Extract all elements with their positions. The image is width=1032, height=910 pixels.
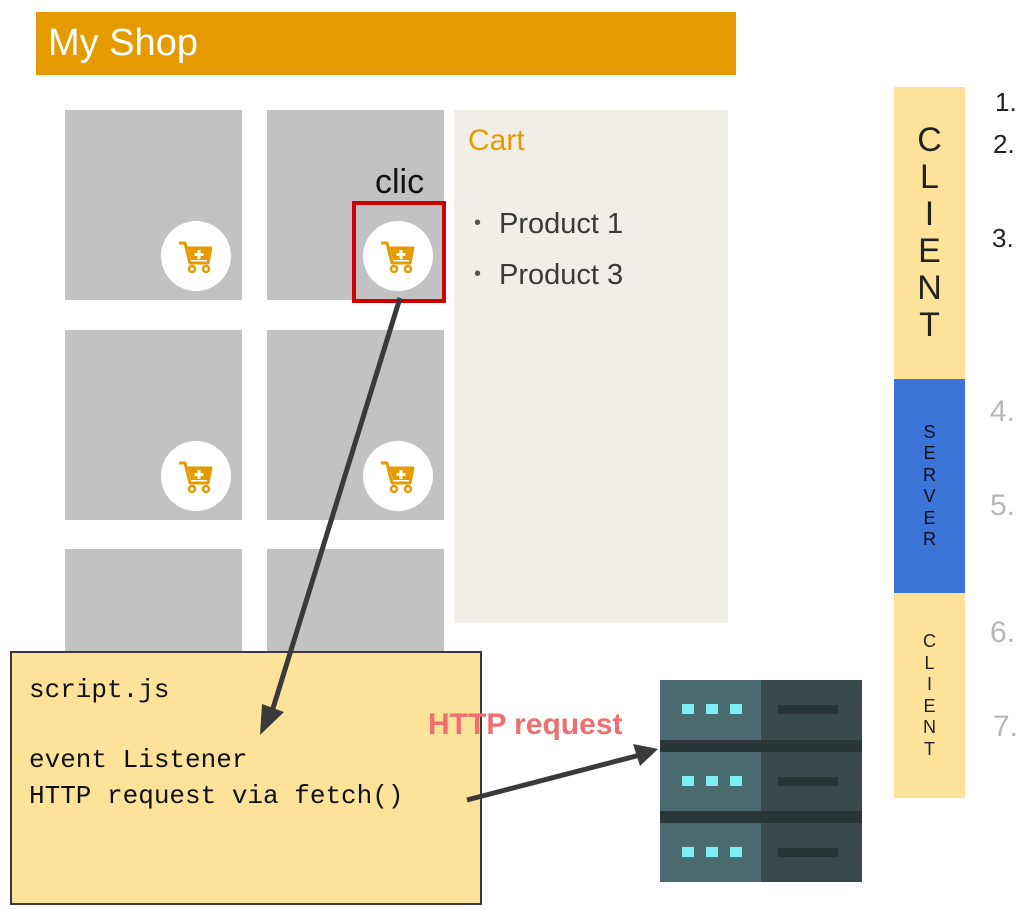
- timeline-column: C L I E N T S E R V E R C L I E N T: [894, 87, 965, 798]
- cart-item-list: •Product 1 •Product 3: [474, 200, 623, 302]
- add-to-cart-button-2[interactable]: [363, 221, 433, 291]
- product-tile-1: [65, 110, 242, 300]
- timeline-letter: R: [923, 464, 936, 485]
- step-number-3: 3.: [992, 223, 1014, 253]
- http-request-label: HTTP request: [428, 708, 623, 741]
- shop-title: My Shop: [48, 22, 198, 64]
- add-to-cart-button-4[interactable]: [363, 441, 433, 511]
- step-number-5: 5.: [990, 489, 1016, 522]
- timeline-letter: R: [923, 529, 936, 549]
- script-line-event-listener: event Listener: [29, 745, 248, 775]
- timeline-letter: C: [923, 631, 936, 651]
- add-to-cart-button-1[interactable]: [161, 221, 231, 291]
- add-to-cart-button-3[interactable]: [161, 441, 231, 511]
- timeline-letter: S: [923, 421, 936, 442]
- timeline-segment-client-1: C L I E N T: [894, 87, 965, 379]
- step-number-6: 6.: [990, 616, 1016, 649]
- cart-panel: Cart •Product 1 •Product 3: [454, 110, 728, 623]
- step-number-1: 1.: [995, 87, 1017, 117]
- cart-add-icon: [381, 461, 415, 494]
- server-rack-icon: [660, 680, 862, 882]
- script-to-server-arrowhead: [633, 744, 658, 766]
- script-to-server-arrow: [466, 752, 641, 803]
- step-number-2: 2.: [993, 129, 1015, 159]
- cart-title: Cart: [468, 124, 525, 157]
- product-tile-5: [65, 549, 242, 659]
- script-box: script.js event Listener HTTP request vi…: [10, 651, 482, 905]
- timeline-letter: E: [923, 695, 936, 716]
- timeline-segment-client-2: C L I E N T: [894, 593, 965, 798]
- cart-add-icon: [381, 241, 415, 274]
- timeline-letter: L: [924, 652, 935, 673]
- script-filename: script.js: [29, 675, 170, 705]
- step-number-4: 4.: [990, 395, 1016, 428]
- click-annotation-label: clic: [375, 163, 425, 201]
- timeline-letter: T: [919, 306, 940, 344]
- script-line-fetch: HTTP request via fetch(): [29, 781, 404, 811]
- timeline-letter: N: [923, 717, 936, 737]
- cart-add-icon: [179, 461, 213, 494]
- timeline-letter: E: [923, 443, 936, 463]
- timeline-letter: E: [918, 232, 941, 270]
- timeline-letter: E: [923, 507, 936, 528]
- timeline-letter: L: [920, 158, 939, 196]
- timeline-letter: V: [923, 486, 936, 506]
- click-to-script-arrow: [267, 297, 403, 719]
- cart-add-icon: [179, 241, 213, 274]
- timeline-segment-server: S E R V E R: [894, 379, 965, 593]
- timeline-letter: T: [924, 738, 935, 759]
- product-tile-4: [267, 330, 444, 520]
- cart-item: •Product 1: [474, 208, 624, 240]
- cart-item: •Product 3: [474, 259, 624, 291]
- step-number-7: 7.: [993, 710, 1019, 743]
- timeline-letter: I: [924, 195, 935, 233]
- click-to-script-arrowhead: [260, 704, 284, 735]
- timeline-letter: C: [917, 121, 942, 159]
- product-tile-3: [65, 330, 242, 520]
- timeline-letter: I: [926, 674, 932, 694]
- shop-header: My Shop: [36, 12, 736, 75]
- timeline-letter: N: [917, 269, 942, 307]
